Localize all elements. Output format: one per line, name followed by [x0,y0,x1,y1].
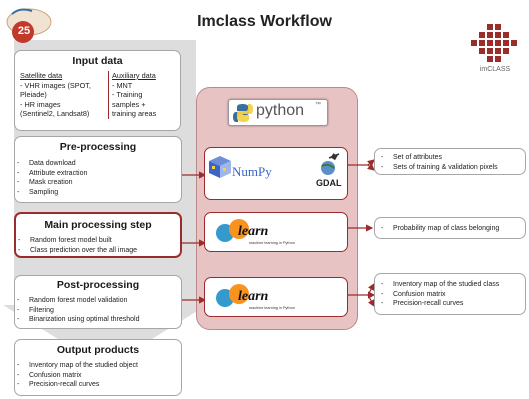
auxiliary-line: samples + [112,99,146,109]
list-item: Binarization using optimal threshold [15,315,181,325]
list-item: Inventory map of the studied class [381,280,525,290]
list-item: Confusion matrix [381,290,525,300]
numpy-cube-icon [209,156,231,178]
list-item: Precision-recall curves [381,299,525,309]
imclass-logo: imCLASS [467,22,523,78]
gdal-globe-icon [321,153,340,175]
result-list: Probability map of class belonging [381,224,525,234]
pre-processing-box: Pre-processing Data download Attribute e… [14,136,182,203]
python-tm: ™ [315,102,321,108]
auxiliary-data-column: Auxiliary data - MNT - Training samples … [112,71,180,119]
column-divider [108,71,109,119]
python-snake-icon [233,104,253,122]
list-item: Inventory map of the studied object [15,361,181,371]
satellite-line: - HR images [20,99,61,109]
pre-processing-list: Data download Attribute extraction Mask … [15,159,181,197]
sklearn-card-main: learn machine learning in Python [204,212,348,252]
list-item: Attribute extraction [15,169,181,179]
output-products-list: Inventory map of the studied object Conf… [15,361,181,390]
sklearn-card-post: learn machine learning in Python [204,277,348,317]
list-item: Confusion matrix [15,371,181,381]
list-item: Random forest model validation [15,296,181,306]
list-item: Class prediction over the all image [16,246,180,256]
pre-processing-title: Pre-processing [59,141,137,153]
satellite-line: Pleiade) [20,90,47,99]
main-processing-list: Random forest model built Class predicti… [16,236,180,255]
input-data-box: Input data Satellite data - VHR images (… [14,50,181,131]
post-processing-box: Post-processing Random forest model vali… [14,275,182,329]
output-products-title: Output products [56,344,140,356]
list-item: Sampling [15,188,181,198]
result-box-probability: Probability map of class belonging [374,217,526,239]
python-logo-text: python [256,102,305,119]
auxiliary-line: - MNT [112,80,133,90]
list-item: Sets of training & validation pixels [381,163,525,173]
post-processing-title: Post-processing [56,279,140,291]
left-logo: 25 [4,4,54,46]
satellite-data-heading: Satellite data [20,71,63,80]
numpy-gdal-card: NumPy GDAL [204,147,348,200]
list-item: Random forest model built [16,236,180,246]
result-list: Inventory map of the studied class Confu… [381,280,525,309]
numpy-logo-text: NumPy [232,164,272,179]
satellite-data-column: Satellite data - VHR images (SPOT, Pleia… [20,71,114,119]
output-products-box: Output products Inventory map of the stu… [14,339,182,396]
auxiliary-line: training areas [112,109,157,118]
anniversary-logo-icon [6,8,52,43]
list-item: Mask creation [15,178,181,188]
sklearn-logo-icon [216,284,249,307]
gdal-logo-text: GDAL [316,178,342,188]
sklearn-logo-icon [216,219,249,242]
input-data-title: Input data [72,55,123,67]
satellite-line: (Sentinel2, Landsat8) [20,109,90,118]
main-processing-title: Main processing step [44,219,152,231]
python-logo: python ™ [228,99,328,126]
sklearn-logo-text: learn [238,289,269,304]
list-item: Filtering [15,306,181,316]
list-item: Set of attributes [381,153,525,163]
post-processing-list: Random forest model validation Filtering… [15,296,181,325]
imclass-grid-icon [471,24,517,62]
sklearn-tagline: machine learning in Python [249,241,295,245]
auxiliary-data-heading: Auxiliary data [112,71,156,80]
satellite-line: - VHR images (SPOT, [20,80,91,90]
page-title: Imclass Workflow [197,13,332,30]
auxiliary-line: - Training [112,90,143,99]
result-box-attributes: Set of attributes Sets of training & val… [374,148,526,175]
main-processing-box: Main processing step Random forest model… [14,212,182,258]
list-item: Data download [15,159,181,169]
list-item: Probability map of class belonging [381,224,525,234]
logo-number: 25 [17,25,31,37]
sklearn-tagline: machine learning in Python [249,306,295,310]
sklearn-logo-text: learn [238,224,269,239]
result-list: Set of attributes Sets of training & val… [381,153,525,172]
list-item: Precision-recall curves [15,380,181,390]
result-box-outputs: Inventory map of the studied class Confu… [374,273,526,315]
imclass-logo-text: imCLASS [479,66,511,73]
